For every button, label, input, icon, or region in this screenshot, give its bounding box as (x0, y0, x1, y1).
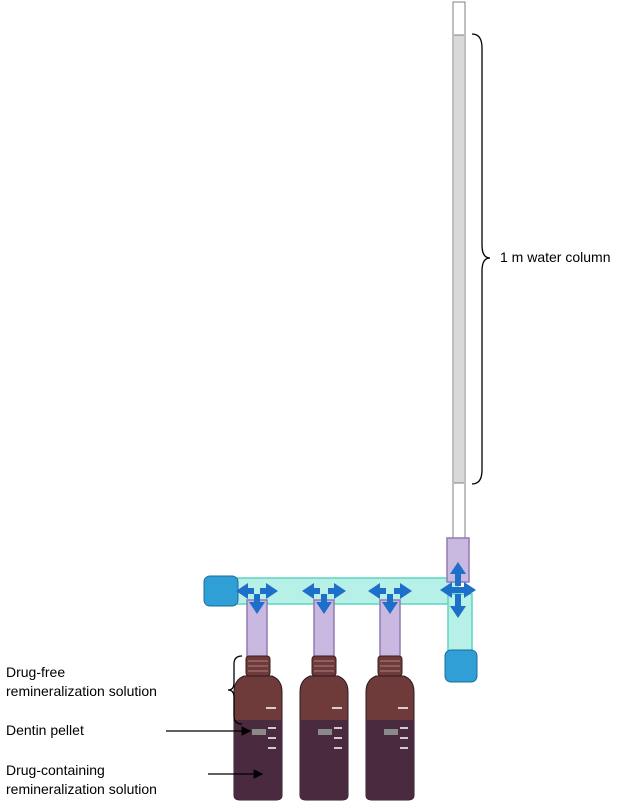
dentin-pellet-label: Dentin pellet (6, 722, 84, 738)
drug-free-label-line2: remineralization solution (6, 683, 157, 699)
flow-arrow-icon-1 (236, 583, 278, 614)
right-end-cap (444, 649, 478, 683)
water-column-brace (471, 33, 491, 485)
water-column (452, 1, 466, 541)
drug-free-label-line1: Drug-free (6, 664, 66, 680)
column-water-fill (454, 35, 464, 483)
drug-free-brace (227, 655, 243, 725)
water-column-label: 1 m water column (500, 249, 611, 265)
flow-arrow-icon-4 (440, 562, 476, 618)
flow-arrow-icon-3 (368, 583, 412, 614)
drug-containing-label-line1: Drug-containing (6, 762, 105, 778)
bottle-connectors (246, 599, 401, 659)
left-end-cap (203, 575, 239, 607)
drug-containing-label-line2: remineralization solution (6, 781, 157, 797)
bottle-2 (299, 655, 349, 801)
bottle-1 (233, 655, 283, 801)
bottle-3 (365, 655, 415, 801)
flow-arrow-icon-2 (302, 583, 346, 614)
